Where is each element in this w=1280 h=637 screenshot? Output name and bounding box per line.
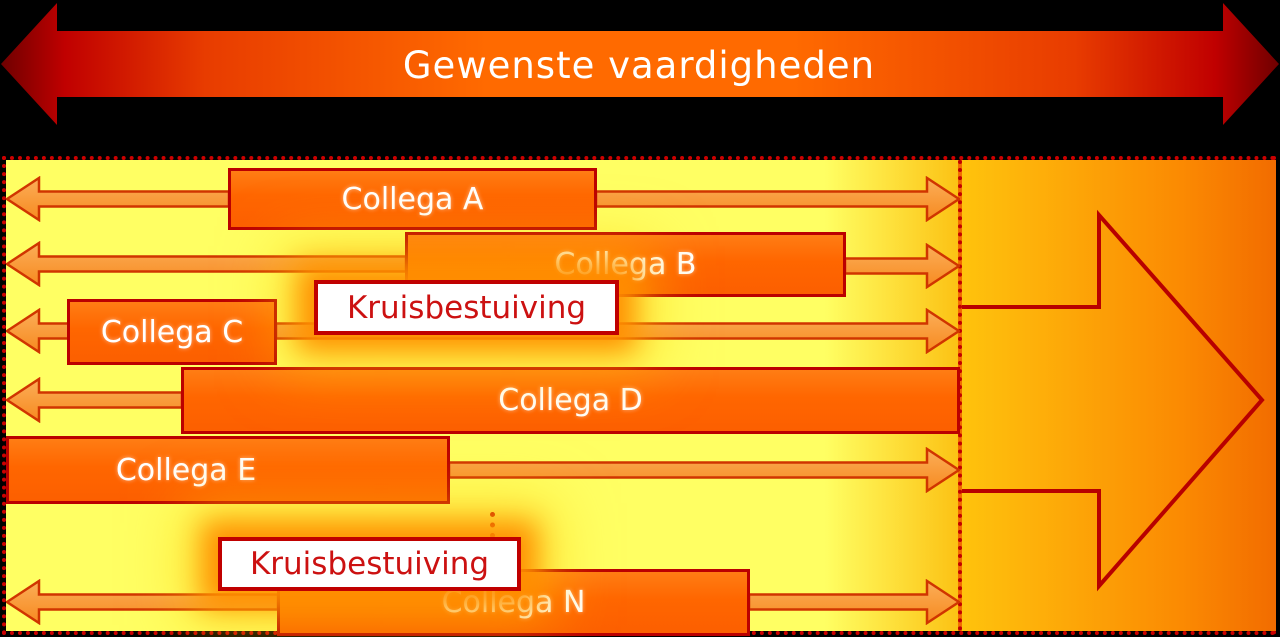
continuation-dots-icon <box>490 512 495 538</box>
row-d-left-arrow-icon <box>6 377 183 423</box>
collega-a-bar: Collega A <box>228 168 597 230</box>
row-e-right-arrow-icon <box>448 447 960 493</box>
kruisbestuiving-text-2: Kruisbestuiving <box>249 546 490 582</box>
kruisbestuiving-label-2: Kruisbestuiving <box>218 537 521 591</box>
row-a-left-arrow-icon <box>6 176 230 222</box>
row-b-right-arrow-icon <box>844 243 960 289</box>
row-n-right-arrow-icon <box>748 579 960 625</box>
row-c-left-arrow-icon <box>6 308 70 354</box>
collega-d-bar: Collega D <box>181 367 960 434</box>
collega-d-label: Collega D <box>498 383 643 418</box>
panel-right-orange-area <box>958 160 1276 631</box>
collega-e-label: Collega E <box>115 452 257 488</box>
kruisbestuiving-label-1: Kruisbestuiving <box>314 280 619 335</box>
collega-b-label: Collega B <box>554 247 697 282</box>
row-a-right-arrow-icon <box>595 176 960 222</box>
collega-a-label: Collega A <box>341 181 484 217</box>
kruisbestuiving-text-1: Kruisbestuiving <box>346 289 587 326</box>
banner-title: Gewenste vaardigheden <box>402 44 876 87</box>
big-right-arrow-icon <box>962 209 1265 592</box>
collega-c-bar: Collega C <box>67 299 277 365</box>
collega-c-label: Collega C <box>100 314 244 350</box>
collega-e-bar: Collega E <box>6 436 450 504</box>
collega-b-bar: Collega B <box>405 232 846 297</box>
skills-panel: Collega A Collega B Collega C Collega D … <box>2 156 1276 636</box>
banner: Gewenste vaardigheden <box>0 0 1280 156</box>
